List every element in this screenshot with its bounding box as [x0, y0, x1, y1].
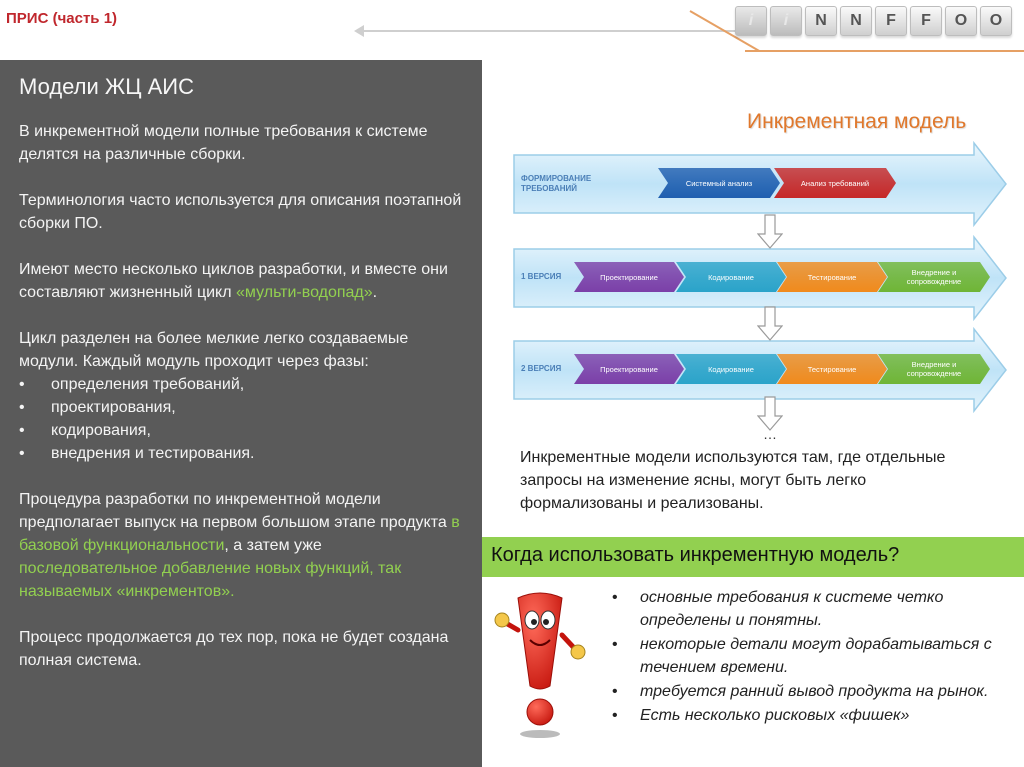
highlight-text: в базовой функциональности — [19, 514, 460, 554]
list-item: кодирования, — [19, 419, 464, 442]
paragraph-text: , а затем уже — [224, 537, 322, 554]
list-item: некоторые детали могут дорабатываться с … — [612, 633, 1012, 679]
logo-letter: N — [840, 6, 872, 36]
paragraph: Терминология часто используется для опис… — [19, 192, 462, 232]
stage-box: Проектирование — [574, 354, 684, 384]
header-accent-line-horizontal — [745, 50, 1024, 52]
header-divider — [360, 30, 760, 32]
row-label: 1 ВЕРСИЯ — [521, 272, 562, 281]
continuation-ellipsis: … — [763, 426, 777, 442]
paragraph: Имеют место несколько циклов разработки,… — [19, 258, 464, 304]
stage-box: Внедрение и сопровождение — [878, 354, 990, 384]
logo-letter: F — [875, 6, 907, 36]
list-item: проектирования, — [19, 396, 464, 419]
paragraph: Процесс продолжается до тех пор, пока не… — [19, 629, 449, 669]
phase-list: определения требований, проектирования, … — [19, 373, 464, 465]
list-item: внедрения и тестирования. — [19, 442, 464, 465]
logo-letter: N — [805, 6, 837, 36]
logo-letter: O — [980, 6, 1012, 36]
row-label: 2 ВЕРСИЯ — [521, 364, 562, 373]
stage-box: Кодирование — [676, 354, 786, 384]
paragraph-text: . — [372, 284, 378, 301]
logo-letter: O — [945, 6, 977, 36]
logo: i i N N F F O O — [735, 6, 1012, 36]
logo-letter: i — [770, 6, 802, 36]
list-item: требуется ранний вывод продукта на рынок… — [612, 680, 1012, 703]
logo-letter: i — [735, 6, 767, 36]
list-item: определения требований, — [19, 373, 464, 396]
down-arrow-icon — [757, 396, 783, 431]
section-header-bar — [482, 537, 1024, 577]
description-text: Инкрементные модели используются там, гд… — [520, 449, 946, 512]
paragraph: Цикл разделен на более мелкие легко созд… — [19, 330, 409, 370]
diagram-title: Инкрементная модель — [747, 110, 967, 133]
use-cases-list: основные требования к системе четко опре… — [612, 586, 1012, 728]
stage-box: Системный анализ — [658, 168, 780, 198]
highlight-text: последовательное добавление новых функци… — [19, 560, 402, 600]
course-title: ПРИС (часть 1) — [6, 10, 118, 27]
highlight-text: «мульти-водопад» — [236, 284, 373, 301]
stage-box: Проектирование — [574, 262, 684, 292]
row-label: ФОРМИРОВАНИЕ ТРЕБОВАНИЙ — [521, 174, 592, 193]
paragraph-text: Имеют место несколько циклов разработки,… — [19, 261, 448, 301]
header-arrow-icon — [354, 25, 364, 37]
stage-box: Тестирование — [777, 262, 887, 292]
stage-box: Внедрение и сопровождение — [878, 262, 990, 292]
paragraph: Процедура разработки по инкрементной мод… — [19, 488, 464, 603]
exclamation-mark-mascot-icon — [494, 592, 586, 738]
stage-box: Кодирование — [676, 262, 786, 292]
list-item: Есть несколько рисковых «фишек» — [612, 704, 1012, 727]
section-title: Когда использовать инкрементную модель? — [491, 544, 900, 566]
down-arrow-icon — [757, 306, 783, 341]
paragraph: В инкрементной модели полные требования … — [19, 123, 428, 163]
logo-letter: F — [910, 6, 942, 36]
stage-box: Анализ требований — [774, 168, 896, 198]
stage-box: Тестирование — [777, 354, 887, 384]
down-arrow-icon — [757, 214, 783, 249]
left-text-panel: Модели ЖЦ АИС В инкрементной модели полн… — [0, 60, 482, 767]
paragraph-text: Процедура разработки по инкрементной мод… — [19, 491, 452, 531]
panel-title: Модели ЖЦ АИС — [19, 74, 194, 99]
list-item: основные требования к системе четко опре… — [612, 586, 1012, 632]
